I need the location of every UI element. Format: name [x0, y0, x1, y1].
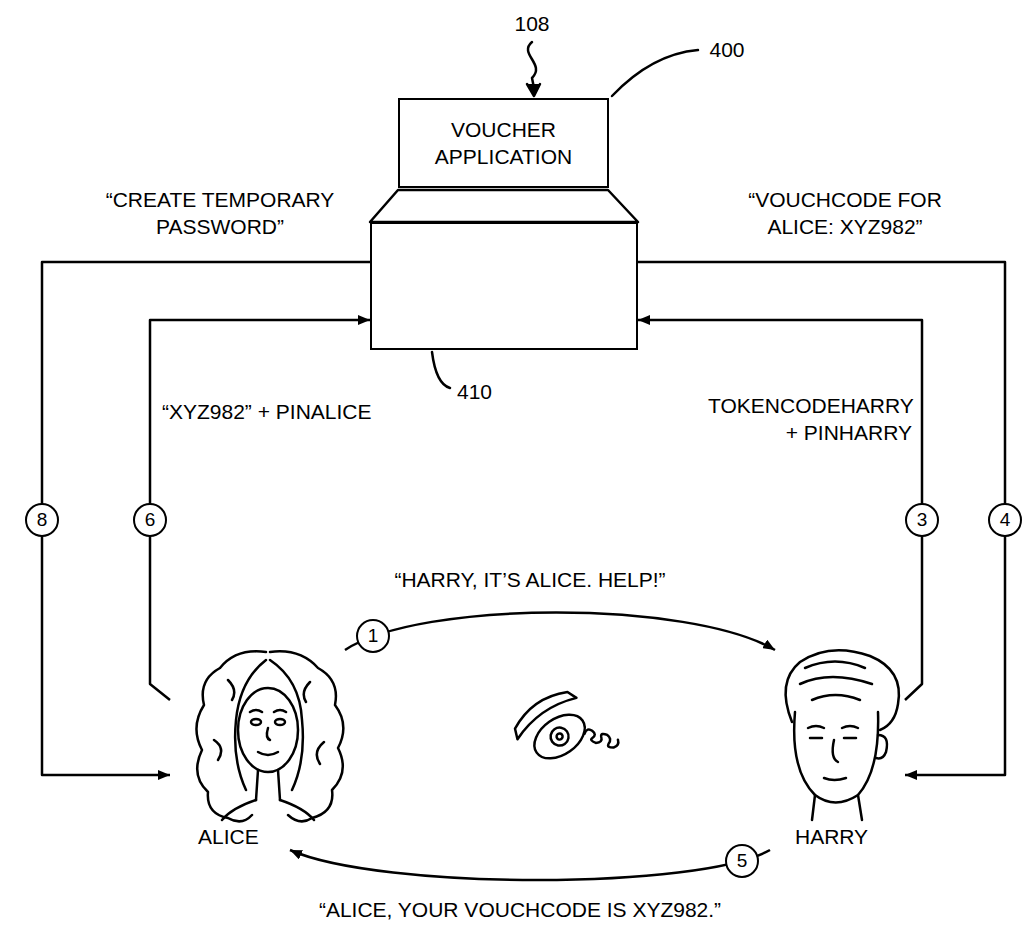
alice-figure [196, 651, 343, 821]
connector-arrow [345, 613, 775, 651]
callout-number: 4 [988, 503, 1022, 537]
callout-number: 3 [905, 503, 939, 537]
connector-arrow [638, 320, 922, 700]
node-text: 410 [457, 378, 492, 405]
reference-numeral: 108 [512, 10, 552, 37]
harry-figure [786, 650, 899, 820]
node-text: ALICE [198, 823, 259, 850]
person-alice: ALICE [170, 650, 360, 850]
edge-label: “CREATE TEMPORARY PASSWORD” [80, 186, 360, 240]
callout-number: 1 [356, 619, 390, 653]
monitor-base [370, 190, 638, 222]
telephone-icon [507, 677, 620, 790]
connector-arrow [42, 262, 370, 775]
edge-label: “HARRY, IT’S ALICE. HELP!” [330, 566, 730, 593]
leader-line [612, 50, 698, 96]
edge-label: TOKENCODEHARRY + PINHARRY [708, 392, 912, 446]
server-box: 410 [370, 222, 638, 350]
reference-numeral: 400 [702, 36, 752, 63]
connector-arrow [150, 320, 370, 700]
node-text: HARRY [795, 823, 868, 850]
connector-arrow [638, 262, 1005, 775]
edge-label: “ALICE, YOUR VOUCHCODE IS XYZ982.” [250, 896, 790, 923]
callout-number: 5 [725, 844, 759, 878]
leader-line [432, 352, 450, 388]
application-box: VOUCHER APPLICATION [398, 98, 609, 188]
person-harry: HARRY [745, 650, 905, 850]
node-text: VOUCHER APPLICATION [408, 116, 599, 170]
edge-label: “VOUCHCODE FOR ALICE: XYZ982” [730, 186, 960, 240]
edge-label: “XYZ982” + PINALICE [162, 398, 432, 425]
callout-number: 8 [25, 503, 59, 537]
reference-arrow [527, 42, 540, 96]
callout-number: 6 [133, 503, 167, 537]
connector-arrow [290, 850, 770, 880]
